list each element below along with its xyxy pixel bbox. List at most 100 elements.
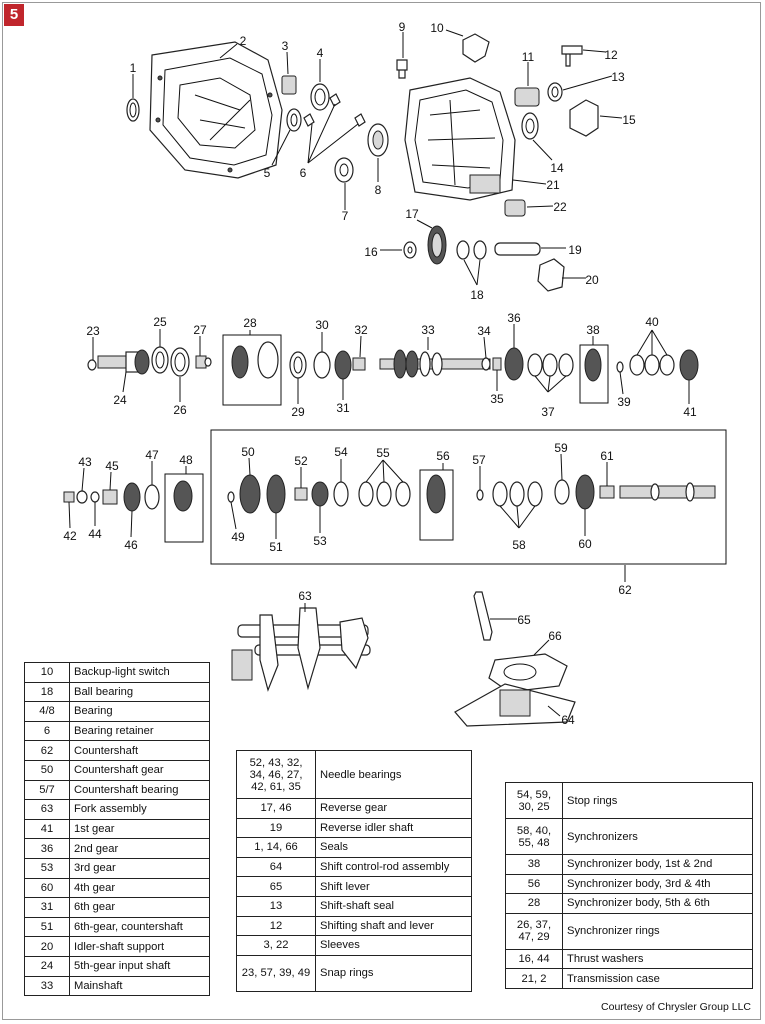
legend-part-name: Ball bearing (69, 681, 210, 703)
legend-part-name: Idler-shaft support (69, 936, 210, 957)
legend-part-number: 21, 2 (505, 968, 563, 989)
callout-66: 66 (548, 629, 562, 643)
callout-19: 19 (568, 243, 582, 257)
legend-part-number: 58, 40, 55, 48 (505, 818, 563, 855)
image-credit: Courtesy of Chrysler Group LLC (601, 1001, 751, 1013)
callout-54: 54 (334, 445, 348, 459)
legend-part-name: Countershaft gear (69, 759, 210, 781)
callout-43: 43 (78, 455, 92, 469)
callout-28: 28 (243, 316, 257, 330)
callout-4: 4 (317, 46, 324, 60)
legend-part-number: 16, 44 (505, 948, 563, 970)
callout-41: 41 (683, 405, 697, 419)
callout-63: 63 (298, 589, 312, 603)
callout-15: 15 (622, 113, 636, 127)
legend-part-number: 53 (24, 857, 70, 879)
countershaft-drawing (619, 482, 716, 502)
mainshaft-drawing (379, 349, 491, 379)
callout-27: 27 (193, 323, 207, 337)
leader-line-15 (599, 115, 623, 119)
leader-line-55 (382, 459, 385, 483)
legend-part-number: 31 (24, 897, 70, 918)
legend-part-number: 60 (24, 877, 70, 899)
leader-line-39 (619, 371, 624, 395)
callout-59: 59 (554, 441, 568, 455)
callout-21: 21 (546, 178, 560, 192)
callout-5: 5 (264, 166, 271, 180)
leader-line-66 (533, 639, 550, 656)
callout-65: 65 (517, 613, 531, 627)
callout-16: 16 (364, 245, 378, 259)
legend-part-name: 3rd gear (69, 857, 210, 879)
fork-assembly-drawing (231, 607, 371, 692)
callout-22: 22 (553, 200, 567, 214)
legend-part-number: 41 (24, 818, 70, 840)
legend-part-number: 54, 59, 30, 25 (505, 782, 563, 819)
callout-62: 62 (618, 583, 632, 597)
legend-part-name: Bearing (69, 701, 210, 722)
legend-part-name: Sleeves (315, 935, 472, 956)
legend-part-name: Seals (315, 837, 472, 858)
callout-37: 37 (541, 405, 555, 419)
legend-part-name: Countershaft bearing (69, 779, 210, 801)
legend-part-number: 28 (505, 893, 563, 914)
leader-lines (68, 29, 690, 717)
legend-part-number: 38 (505, 854, 563, 875)
leader-line-18 (463, 259, 478, 286)
input-shaft-drawing (97, 349, 150, 375)
legend-part-number: 65 (236, 876, 316, 897)
leader-line-58 (516, 505, 520, 529)
legend-part-number: 5/7 (24, 779, 70, 801)
leader-line-37 (547, 375, 551, 393)
leader-line-64 (547, 705, 561, 717)
leader-line-37 (547, 375, 567, 393)
callout-57: 57 (472, 453, 486, 467)
legend-part-name: 6th gear (69, 897, 210, 918)
legend-part-number: 36 (24, 838, 70, 859)
callout-2: 2 (240, 34, 247, 48)
callout-20: 20 (585, 273, 599, 287)
callout-18: 18 (470, 288, 484, 302)
callout-13: 13 (611, 70, 625, 84)
legend-part-name: Synchronizers (562, 818, 753, 855)
legend-part-name: Fork assembly (69, 799, 210, 820)
legend-part-name: 2nd gear (69, 838, 210, 859)
leader-line-6 (307, 123, 359, 164)
bell-housing-drawing (149, 41, 283, 179)
callout-14: 14 (550, 161, 564, 175)
callout-7: 7 (342, 209, 349, 223)
legend-part-name: Thrust washers (562, 948, 753, 970)
callout-52: 52 (294, 454, 308, 468)
legend-part-number: 12 (236, 915, 316, 937)
callout-47: 47 (145, 448, 159, 462)
callout-50: 50 (241, 445, 255, 459)
leader-line-58 (518, 505, 536, 529)
legend-part-name: Synchronizer body, 5th & 6th (562, 893, 753, 914)
leader-line-40 (636, 329, 653, 356)
callout-61: 61 (600, 449, 614, 463)
legend-part-number: 4/8 (24, 701, 70, 722)
callout-26: 26 (173, 403, 187, 417)
callout-44: 44 (88, 527, 102, 541)
legend-part-name: Countershaft (69, 740, 210, 761)
callout-25: 25 (153, 315, 167, 329)
leader-line-40 (651, 329, 668, 356)
callout-36: 36 (507, 311, 521, 325)
callout-10: 10 (430, 21, 444, 35)
callout-24: 24 (113, 393, 127, 407)
